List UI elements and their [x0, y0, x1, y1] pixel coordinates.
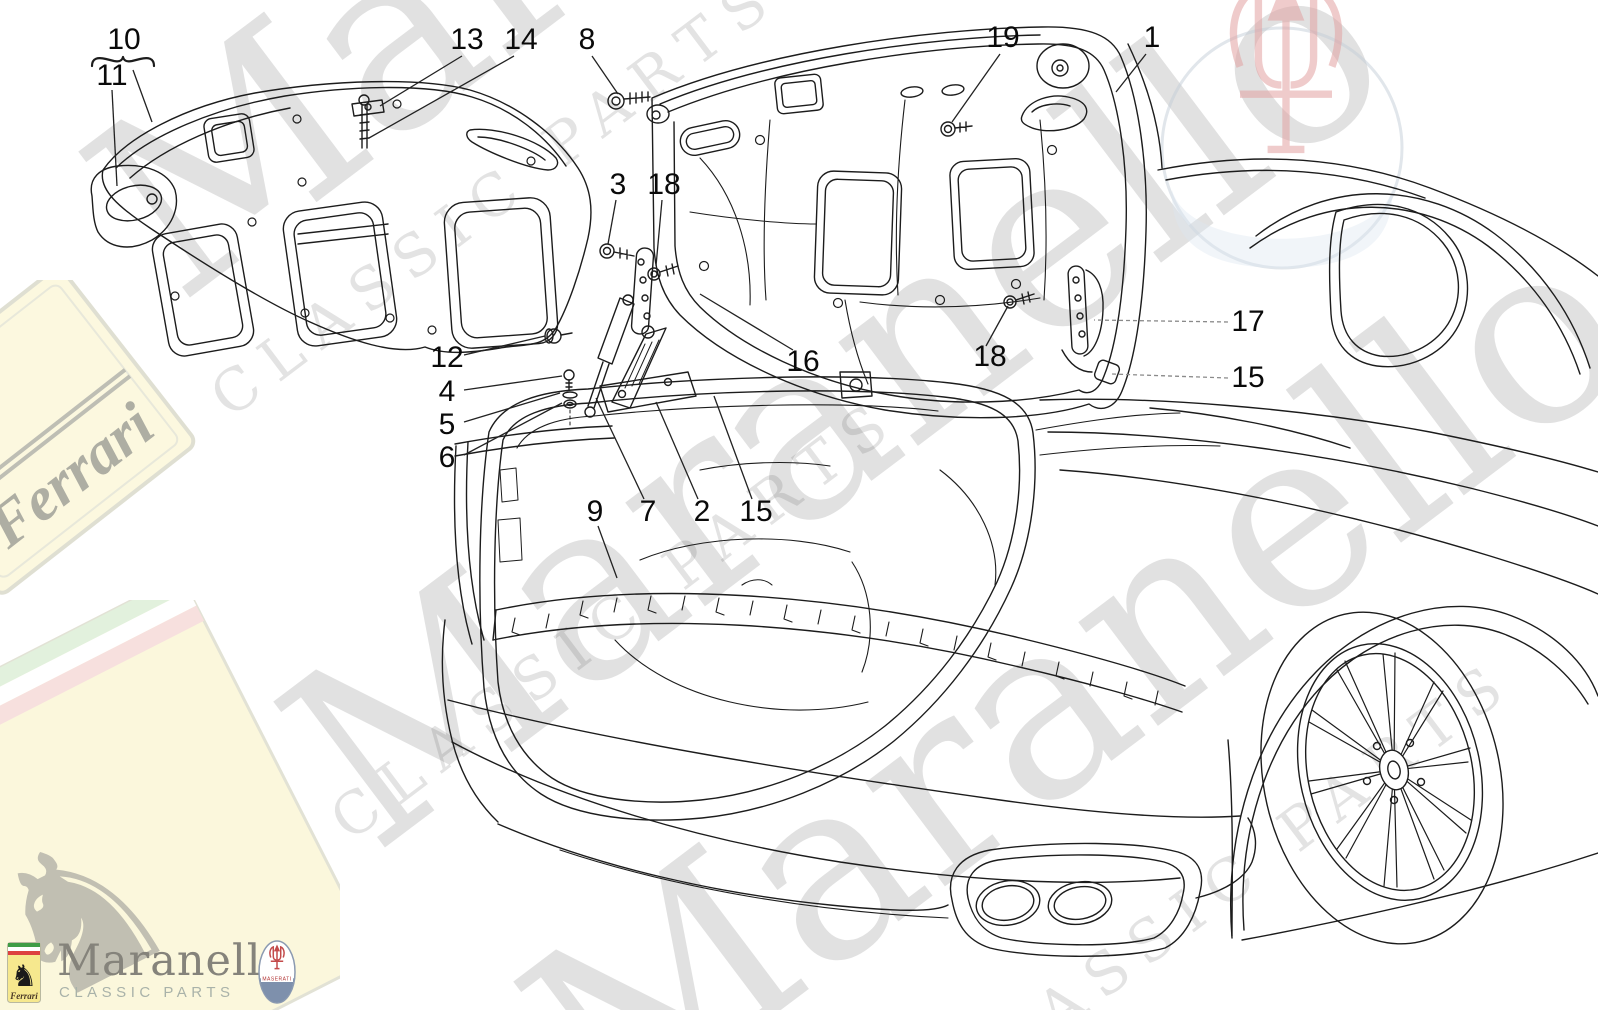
footer-subtitle-text: CLASSIC PARTS — [59, 984, 235, 1001]
leader-line-15 — [713, 395, 753, 500]
leader-line-13 — [379, 55, 463, 107]
callout-7[interactable]: 7 — [639, 495, 657, 528]
callout-15[interactable]: 15 — [1231, 361, 1265, 394]
callout-17[interactable]: 17 — [1231, 305, 1265, 338]
leader-line-10 — [132, 69, 153, 123]
leader-line-12 — [463, 335, 546, 356]
callout-13[interactable]: 13 — [450, 23, 484, 56]
callout-1[interactable]: 1 — [1143, 21, 1161, 54]
callout-4[interactable]: 4 — [438, 375, 456, 408]
leader-line-16 — [699, 293, 794, 351]
leader-line-17 — [1093, 319, 1229, 323]
trim-panel-drawing — [90, 80, 592, 357]
leader-line-8 — [591, 55, 619, 95]
ferrari-shield-watermark-top: Ferrari — [0, 280, 196, 595]
callout-9[interactable]: 9 — [586, 495, 604, 528]
leader-line-19 — [951, 53, 1001, 123]
wheel-spokes — [1308, 652, 1472, 888]
callout-8[interactable]: 8 — [578, 23, 596, 56]
leader-line-11 — [111, 89, 118, 187]
leader-line-6 — [463, 402, 563, 456]
leader-line-18 — [985, 305, 1009, 347]
leader-line-3 — [607, 199, 617, 245]
callout-19[interactable]: 19 — [986, 21, 1020, 54]
ferrari-badge-label: Ferrari — [9, 991, 38, 1001]
leader-line-1 — [1115, 53, 1147, 93]
trunk-seal-drawing — [479, 376, 1036, 821]
trunk-lid-drawing — [646, 26, 1147, 419]
leader-line-2 — [655, 401, 699, 500]
leader-line-5 — [463, 392, 561, 423]
leader-line-15 — [1111, 373, 1229, 379]
callout-3[interactable]: 3 — [609, 168, 627, 201]
leader-line-14 — [368, 55, 515, 139]
footer-brand-text: Maranello — [57, 936, 289, 986]
callout-brace — [90, 55, 156, 68]
callout-11[interactable]: 11 — [96, 59, 128, 92]
footer-logo: ♞ Ferrari Maranello CLASSIC PARTS MASERA… — [0, 932, 340, 1010]
callout-15[interactable]: 15 — [739, 495, 773, 528]
callout-18[interactable]: 18 — [647, 168, 681, 201]
leader-line-4 — [463, 375, 563, 391]
body-rear-drawing — [441, 43, 1598, 957]
callout-2[interactable]: 2 — [693, 495, 711, 528]
prancing-horse-icon: ♞ — [11, 960, 38, 993]
maserati-badge-label: MASERATI — [262, 977, 291, 983]
leader-line-9 — [597, 525, 618, 579]
callout-10[interactable]: 10 — [107, 23, 141, 56]
callout-16[interactable]: 16 — [786, 345, 820, 378]
callout-12[interactable]: 12 — [430, 341, 464, 374]
leader-line-18 — [655, 199, 663, 267]
maserati-emblem-watermark — [1160, 0, 1404, 270]
hinge-drawing — [584, 247, 1104, 418]
callout-6[interactable]: 6 — [438, 441, 456, 474]
maserati-badge: MASERATI — [258, 940, 296, 1004]
leader-line-7 — [595, 397, 645, 500]
callout-14[interactable]: 14 — [504, 23, 538, 56]
callout-5[interactable]: 5 — [438, 408, 456, 441]
callout-18[interactable]: 18 — [973, 340, 1007, 373]
ferrari-badge: ♞ Ferrari — [7, 942, 41, 1003]
